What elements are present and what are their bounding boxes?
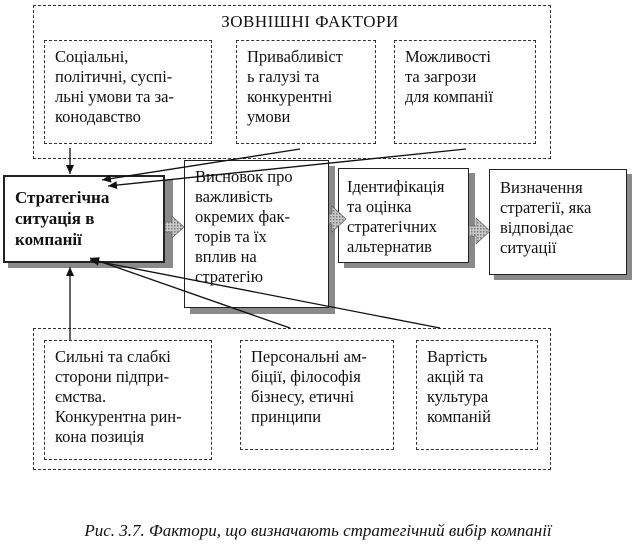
external-factor-box-1: Соціальні,політичні, суспі-льні умови та…	[44, 40, 212, 144]
arrow-ext-right	[107, 148, 467, 190]
internal-factors-group	[33, 328, 551, 470]
external-factors-group	[33, 5, 551, 159]
external-factors-title: ЗОВНІШНІ ФАКТОРИ	[221, 12, 399, 31]
figure-caption: Рис. 3.7. Фактори, що визначають стратег…	[84, 521, 552, 540]
flow-arrow-1	[164, 215, 185, 239]
flow-arrow-3	[468, 217, 491, 245]
arrow-int-right	[89, 257, 441, 329]
arrow-int-mid	[89, 257, 291, 329]
arrow-ext-mid	[101, 148, 301, 183]
external-factor-text-1: Соціальні,політичні, суспі-льні умови та…	[55, 47, 174, 126]
flow-arrow-2	[328, 205, 347, 233]
